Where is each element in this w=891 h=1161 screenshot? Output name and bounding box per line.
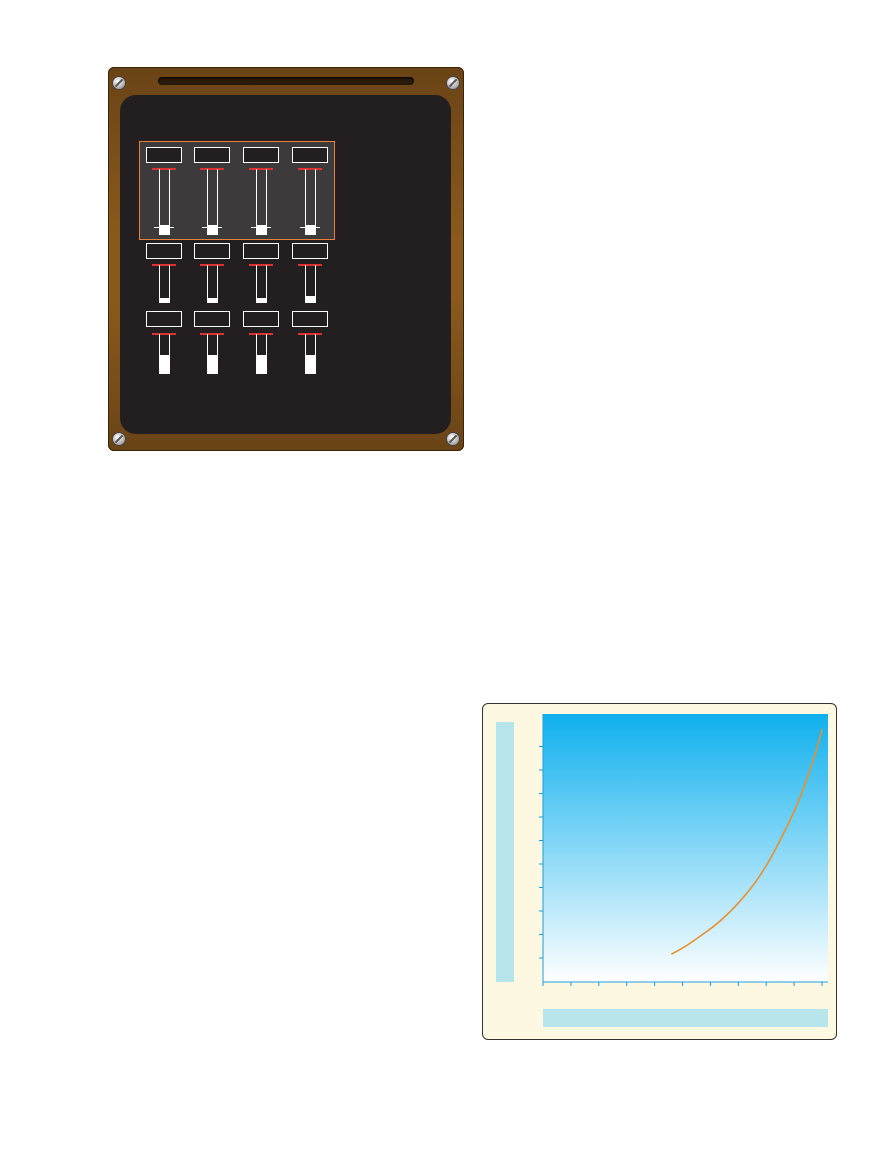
slider-track[interactable] [256,265,267,303]
readout-box [243,147,279,163]
slider-tick [154,227,174,228]
limit-line [249,333,273,335]
plot-area [543,714,828,982]
readout-box [194,147,230,163]
readout-box [146,311,182,327]
panel-slot [158,77,414,85]
limit-line [152,168,176,170]
slider-fill [257,355,266,373]
limit-line [200,168,224,170]
readout-box [292,147,328,163]
screw-icon [113,433,125,445]
limit-line [249,168,273,170]
limit-line [152,333,176,335]
readout-box [292,311,328,327]
limit-line [249,264,273,266]
slider-track[interactable] [159,169,170,235]
slider-track[interactable] [207,334,218,374]
screw-icon [447,77,459,89]
series-line [670,728,824,955]
readout-box [194,243,230,259]
slider-track[interactable] [159,334,170,374]
slider-tick [300,227,320,228]
slider-fill [208,298,217,302]
slider-fill [208,355,217,373]
slider-fill [208,225,217,234]
slider-fill [257,298,266,302]
slider-fill [306,225,315,234]
limit-line [200,264,224,266]
slider-track[interactable] [305,169,316,235]
slider-track[interactable] [207,265,218,303]
screw-icon [113,77,125,89]
readout-box [292,243,328,259]
readout-box [243,311,279,327]
slider-track[interactable] [256,169,267,235]
readout-box [146,147,182,163]
slider-fill [160,355,169,373]
slider-track[interactable] [159,265,170,303]
limit-line [152,264,176,266]
slider-track[interactable] [305,265,316,303]
limit-line [298,264,322,266]
limit-line [298,168,322,170]
slider-tick [251,227,271,228]
slider-tick [202,227,222,228]
x-axis-label-placeholder [543,1009,828,1027]
screw-icon [447,433,459,445]
slider-track[interactable] [305,334,316,374]
slider-fill [257,225,266,234]
slider-fill [160,225,169,234]
y-axis-label-placeholder [496,722,514,982]
slider-track[interactable] [256,334,267,374]
slider-fill [306,296,315,302]
readout-box [194,311,230,327]
limit-line [298,333,322,335]
slider-fill [306,355,315,373]
readout-box [146,243,182,259]
slider-track[interactable] [207,169,218,235]
limit-line [200,333,224,335]
slider-fill [160,298,169,302]
readout-box [243,243,279,259]
